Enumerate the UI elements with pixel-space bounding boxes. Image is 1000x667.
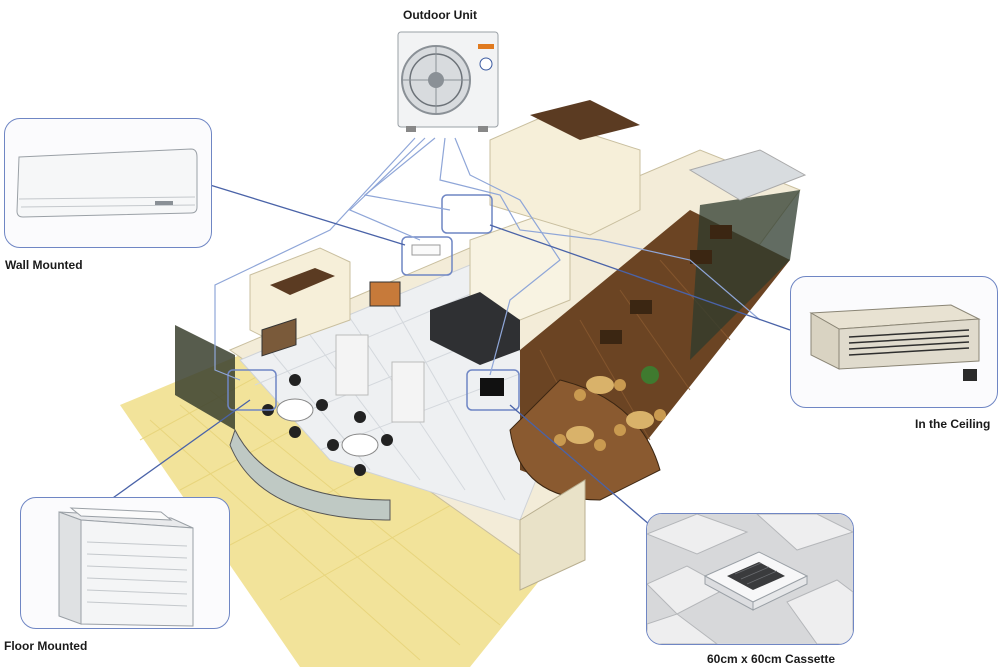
column-a [335, 334, 369, 396]
outdoor-unit-image [397, 31, 499, 132]
highlight-floor-unit [227, 369, 277, 411]
callout-connectors [109, 184, 791, 526]
room-upper-left-inner [270, 268, 335, 295]
floor-mounted-unit-image [58, 507, 194, 627]
highlight-wall-unit [401, 236, 453, 276]
label-outdoor-unit: Outdoor Unit [403, 8, 477, 22]
front-wall [519, 479, 586, 591]
kitchen [688, 149, 807, 201]
callout-in-the-ceiling [790, 276, 998, 408]
tile-area-furniture [262, 374, 393, 476]
callout-floor-mounted [20, 497, 230, 629]
pipe-lines [214, 137, 761, 381]
highlight-cassette [466, 369, 520, 411]
plant [641, 366, 659, 384]
label-floor-mounted: Floor Mounted [4, 639, 88, 653]
wall-mounted-unit-image [16, 148, 198, 218]
callout-wall-mounted [4, 118, 212, 248]
callout-cassette [646, 513, 854, 645]
stair-room [530, 100, 640, 140]
label-cassette: 60cm x 60cm Cassette [707, 652, 836, 666]
wall-art-2 [369, 281, 401, 307]
column-b [391, 361, 425, 423]
label-in-the-ceiling: In the Ceiling [915, 417, 991, 431]
label-wall-mounted: Wall Mounted [5, 258, 83, 272]
left-glass-wall [175, 325, 235, 430]
right-glass-wall [690, 190, 800, 360]
highlight-ceiling-unit [441, 194, 493, 234]
wood-area-furniture [554, 225, 732, 451]
cassette-marker [480, 378, 504, 396]
wall-art-1 [261, 318, 297, 357]
curved-glass-wall [229, 428, 391, 521]
ceiling-unit-image [809, 304, 981, 381]
wall-unit-marker [411, 244, 441, 256]
cassette-unit-image [647, 514, 853, 644]
